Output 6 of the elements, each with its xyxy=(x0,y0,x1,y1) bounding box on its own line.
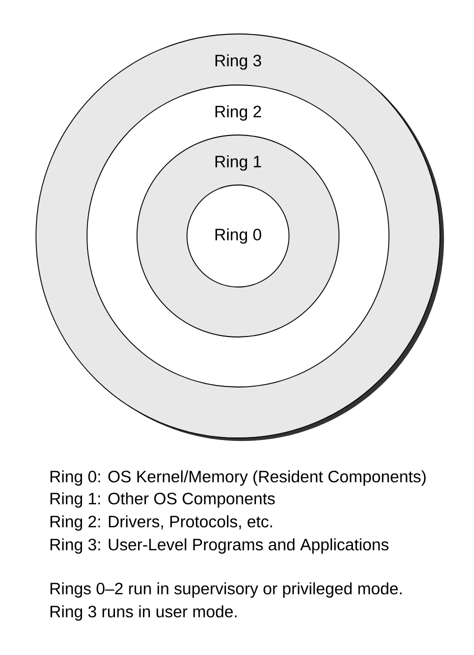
legend-text: Ring 3 runs in user mode. xyxy=(50,605,237,621)
legend-text: Ring 1: Other OS Components xyxy=(50,492,275,508)
legend-text: Ring 2: Drivers, Protocols, etc. xyxy=(50,515,272,531)
legend-text: Ring 3: User-Level Programs and Applications xyxy=(50,538,388,554)
legend-text: Rings 0–2 run in supervisory or privileged mode. xyxy=(50,582,402,598)
legend-text: Ring 0: OS Kernel/Memory (Resident Components) xyxy=(50,470,426,486)
